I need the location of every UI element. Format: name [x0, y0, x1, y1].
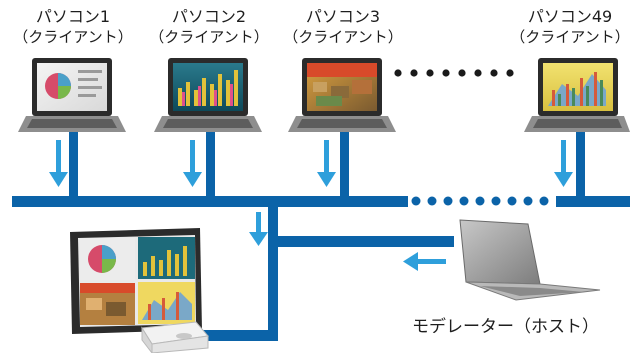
bus-dot [443, 196, 453, 206]
projector-icon [141, 321, 209, 353]
client-dot [410, 69, 418, 77]
display-branch-line [268, 205, 278, 341]
down-arrow-icon [317, 140, 336, 187]
main-bus-left [12, 196, 408, 207]
down-arrow-icon [554, 140, 573, 187]
bus-ellipsis-dots [411, 196, 549, 206]
client-role: （クライアント） [283, 28, 403, 46]
down-arrow-icon [49, 140, 68, 187]
host-link-line [268, 236, 454, 247]
network-lines [12, 130, 630, 341]
bus-dot [411, 196, 421, 206]
laptop-icon [18, 58, 126, 132]
bus-dot [491, 196, 501, 206]
client-label-3: パソコン3 （クライアント） [280, 6, 406, 48]
client-ellipsis-dots [394, 69, 514, 77]
client-name: パソコン2 [171, 7, 247, 26]
laptop-icon [154, 58, 262, 132]
client-2-drop-line [206, 130, 215, 200]
laptop-icon [459, 219, 601, 301]
client-role: （クライアント） [149, 28, 269, 46]
bus-dot [507, 196, 517, 206]
client-label-2: パソコン2 （クライアント） [146, 6, 272, 48]
bus-dot [523, 196, 533, 206]
client-label-1: パソコン1 （クライアント） [10, 6, 136, 48]
client-dot [426, 69, 434, 77]
client-49-drop-line [576, 130, 585, 200]
client-role: （クライアント） [510, 28, 630, 46]
down-arrow-icon [249, 212, 268, 246]
bus-dot [459, 196, 469, 206]
client-role: （クライアント） [13, 28, 133, 46]
client-dot [458, 69, 466, 77]
bus-dot [539, 196, 549, 206]
client-3-drop-line [340, 130, 349, 200]
bus-dot [427, 196, 437, 206]
bus-dot [475, 196, 485, 206]
client-dot [490, 69, 498, 77]
display-panel-icon [70, 228, 202, 334]
client-arrows [49, 140, 573, 271]
client-1-drop-line [69, 130, 78, 200]
client-dot [506, 69, 514, 77]
client-name: パソコン49 [527, 7, 613, 26]
main-bus-right [556, 196, 630, 207]
client-name: パソコン1 [35, 7, 111, 26]
client-dot [442, 69, 450, 77]
client-dot [474, 69, 482, 77]
client-name: パソコン3 [305, 7, 381, 26]
client-dot [394, 69, 402, 77]
projector-link-line [196, 330, 278, 341]
host-label: モデレーター（ホスト） [412, 317, 599, 337]
laptop-icon [524, 58, 630, 132]
client-label-49: パソコン49 （クライアント） [510, 6, 630, 48]
down-arrow-icon [183, 140, 202, 187]
laptop-icon [288, 58, 396, 132]
left-arrow-icon [403, 252, 446, 271]
